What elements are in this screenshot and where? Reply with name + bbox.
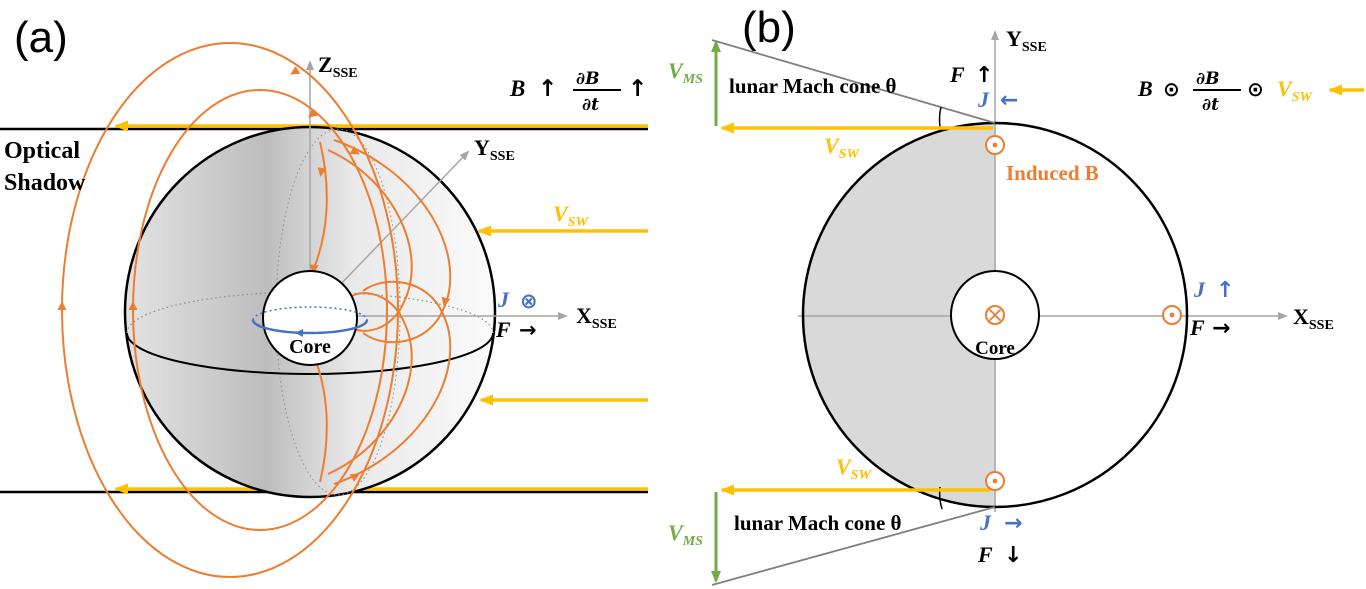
- induced-b-out-icon-bottom: [985, 471, 1005, 491]
- field-arrowhead: [349, 146, 360, 155]
- current-j-label-bottom: J: [979, 510, 992, 535]
- dt-denominator: ∂t: [1202, 95, 1219, 115]
- force-f-label-right: F: [1189, 315, 1205, 340]
- panel-b-label: (b): [742, 3, 796, 52]
- b-out-of-page-icon: ⊙: [1163, 77, 1180, 101]
- z-axis-label: ZSSE: [318, 52, 358, 81]
- shadow-half-disk: [803, 123, 995, 507]
- core-circle: [262, 270, 358, 366]
- field-arrowhead: [441, 296, 451, 307]
- current-right-arrow-bottom: →: [1004, 511, 1022, 536]
- force-f-label: F: [495, 317, 511, 342]
- field-arrowhead: [349, 473, 360, 482]
- field-arrowhead: [309, 264, 319, 274]
- field-arrowhead: [317, 167, 327, 177]
- field-arrowhead: [128, 301, 138, 310]
- panel-a: (a) ZSSE YSSE XSSE: [0, 13, 648, 578]
- vms-label-bottom: VMS: [668, 520, 703, 549]
- core-label: Core: [975, 338, 1015, 359]
- induced-b-label: Induced B: [1006, 161, 1099, 185]
- b-field-symbol: B: [1137, 76, 1153, 101]
- panel-a-label: (a): [14, 13, 68, 62]
- field-line-center-bottom: [313, 355, 328, 483]
- optical-shadow-label-line2: Shadow: [4, 170, 86, 196]
- vsw-label-top: VSW: [824, 133, 860, 162]
- terminator-ellipse: [275, 128, 401, 496]
- field-line-right-bottom-inner: [327, 292, 413, 475]
- field-arrowhead: [308, 108, 318, 118]
- current-ring-front: [251, 319, 369, 335]
- force-up-arrow-top: ↑: [975, 63, 993, 88]
- field-line-right-bottom: [333, 280, 452, 485]
- current-j-label: J: [497, 287, 510, 312]
- force-down-arrow-bottom: ↓: [1004, 543, 1022, 568]
- b-field-symbol: B: [509, 76, 525, 101]
- force-f-label-top: F: [949, 62, 965, 87]
- y-axis-label: YSSE: [1006, 26, 1047, 55]
- force-right-arrow: →: [519, 318, 537, 342]
- force-f-label-bottom: F: [977, 542, 993, 567]
- force-right-arrow-right: →: [1212, 316, 1230, 341]
- vms-label-top: VMS: [668, 58, 703, 87]
- field-arrowhead: [290, 66, 301, 75]
- current-up-arrow-right: ↑: [1216, 278, 1234, 303]
- mach-cone-line-top: [711, 39, 996, 124]
- vsw-label-bottom: VSW: [836, 454, 872, 483]
- mach-angle-arc-top: [938, 106, 942, 128]
- current-into-page-icon: [985, 305, 1005, 325]
- mach-cone-label-bottom: lunar Mach cone θ: [734, 511, 902, 535]
- field-line-right-top-inner: [327, 149, 413, 332]
- j-into-page-icon: ⊗: [520, 289, 538, 313]
- field-line-right-top: [333, 139, 452, 344]
- field-line-center-top: [313, 141, 328, 269]
- current-ring-back: [252, 306, 368, 321]
- db-numerator: ∂B: [576, 69, 599, 89]
- y-axis-label: YSSE: [474, 135, 515, 164]
- mach-cone-line-bottom: [711, 506, 996, 586]
- x-axis-label: XSSE: [1293, 304, 1334, 333]
- current-left-arrow-top: ←: [1000, 88, 1018, 113]
- vsw-label-formula: VSW: [1277, 76, 1313, 105]
- mach-cone-label-top: lunar Mach cone θ: [729, 74, 897, 98]
- vsw-label: VSW: [553, 201, 589, 230]
- current-j-label-top: J: [977, 87, 990, 112]
- field-line-arrowheads: [57, 66, 451, 482]
- panel-b: (b) YSSE XSSE Core: [668, 3, 1364, 586]
- db-numerator: ∂B: [1196, 69, 1219, 89]
- dbdt-up-arrow: ↑: [628, 76, 647, 102]
- mach-angle-arc-bottom: [938, 486, 943, 510]
- optical-shadow-label-line1: Optical: [4, 138, 80, 164]
- x-axis-label: XSSE: [576, 303, 617, 332]
- core-label: Core: [289, 336, 331, 358]
- induced-b-out-icon-right: [1162, 305, 1182, 325]
- equator-front-arc: [126, 332, 494, 375]
- dt-denominator: ∂t: [582, 95, 599, 115]
- current-j-label-right: J: [1193, 277, 1206, 302]
- induced-b-out-icon-top: [985, 135, 1005, 155]
- field-arrowhead: [57, 301, 67, 310]
- dbdt-out-of-page-icon: ⊙: [1247, 77, 1264, 101]
- current-ring-arrowhead: [295, 329, 304, 337]
- b-up-arrow: ↑: [538, 76, 557, 102]
